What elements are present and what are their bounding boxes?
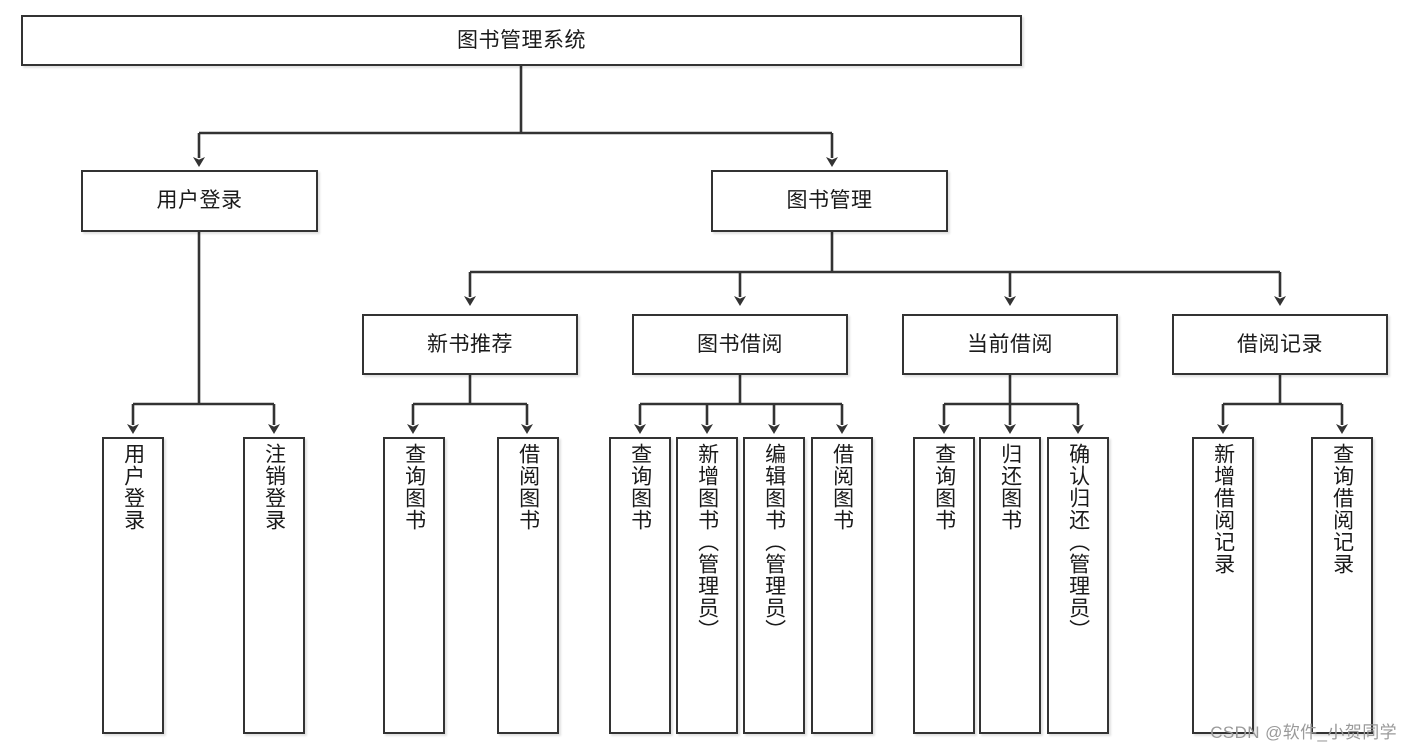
node-book-manage[interactable]: 图书管理 (711, 170, 948, 232)
node-leaf-current-query-label: 查询图书 (932, 443, 956, 531)
node-leaf-borrow-lend[interactable]: 借阅图书 (811, 437, 873, 734)
node-leaf-newbook-query[interactable]: 查询图书 (383, 437, 445, 734)
node-leaf-borrow-edit-label: 编辑图书（管理员） (762, 443, 786, 641)
node-user-login[interactable]: 用户登录 (81, 170, 318, 232)
node-root[interactable]: 图书管理系统 (21, 15, 1022, 66)
node-leaf-user-login-label: 用户登录 (121, 443, 145, 531)
node-leaf-user-logout[interactable]: 注销登录 (243, 437, 305, 734)
node-leaf-current-return[interactable]: 归还图书 (979, 437, 1041, 734)
node-leaf-borrow-query-label: 查询图书 (628, 443, 652, 531)
node-leaf-record-query[interactable]: 查询借阅记录 (1311, 437, 1373, 734)
node-leaf-user-login[interactable]: 用户登录 (102, 437, 164, 734)
node-book-borrow[interactable]: 图书借阅 (632, 314, 848, 375)
node-book-manage-label: 图书管理 (786, 189, 873, 213)
node-leaf-record-add[interactable]: 新增借阅记录 (1192, 437, 1254, 734)
node-leaf-record-query-label: 查询借阅记录 (1330, 443, 1354, 575)
node-leaf-borrow-add[interactable]: 新增图书（管理员） (676, 437, 738, 734)
node-leaf-borrow-add-label: 新增图书（管理员） (695, 443, 719, 641)
node-book-borrow-label: 图书借阅 (697, 332, 783, 356)
node-leaf-newbook-query-label: 查询图书 (402, 443, 426, 531)
node-borrow-record-label: 借阅记录 (1237, 332, 1323, 356)
node-user-login-label: 用户登录 (156, 189, 243, 213)
node-leaf-current-query[interactable]: 查询图书 (913, 437, 975, 734)
node-leaf-current-return-label: 归还图书 (998, 443, 1022, 531)
node-leaf-newbook-borrow[interactable]: 借阅图书 (497, 437, 559, 734)
node-leaf-current-confirm-label: 确认归还（管理员） (1066, 443, 1090, 641)
node-leaf-record-add-label: 新增借阅记录 (1211, 443, 1235, 575)
node-root-label: 图书管理系统 (457, 28, 586, 52)
node-leaf-borrow-query[interactable]: 查询图书 (609, 437, 671, 734)
node-leaf-newbook-borrow-label: 借阅图书 (516, 443, 540, 531)
node-new-book-rec[interactable]: 新书推荐 (362, 314, 578, 375)
node-current-borrow-label: 当前借阅 (967, 332, 1053, 356)
node-borrow-record[interactable]: 借阅记录 (1172, 314, 1388, 375)
node-new-book-rec-label: 新书推荐 (427, 332, 513, 356)
node-current-borrow[interactable]: 当前借阅 (902, 314, 1118, 375)
node-leaf-borrow-edit[interactable]: 编辑图书（管理员） (743, 437, 805, 734)
node-leaf-user-logout-label: 注销登录 (262, 443, 286, 531)
node-leaf-borrow-lend-label: 借阅图书 (830, 443, 854, 531)
node-leaf-current-confirm[interactable]: 确认归还（管理员） (1047, 437, 1109, 734)
